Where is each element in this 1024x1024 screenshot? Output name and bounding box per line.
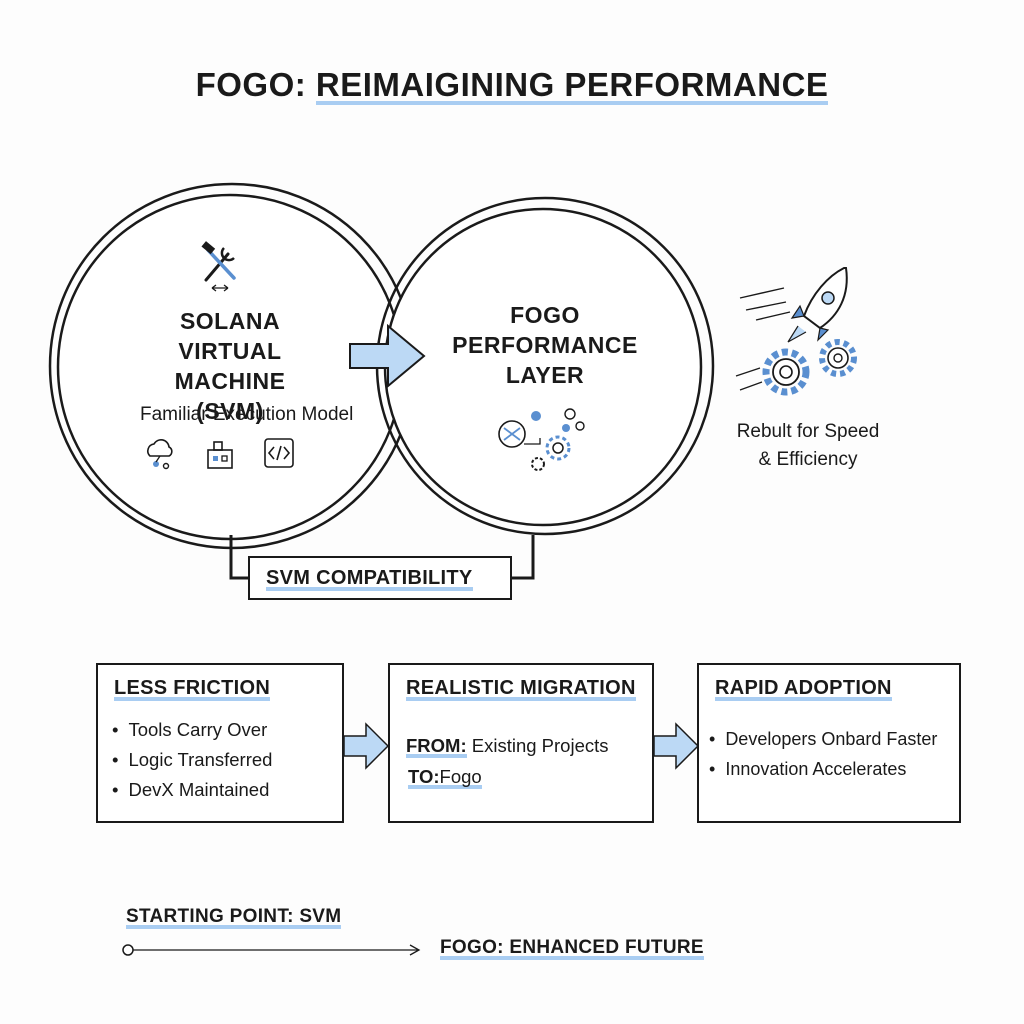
migration-to: TO:Fogo xyxy=(408,766,482,789)
list-item: DevX Maintained xyxy=(112,775,272,805)
timeline-end-label: FOGO: ENHANCED FUTURE xyxy=(440,937,704,960)
from-label: FROM: xyxy=(406,735,467,758)
circle-arrow xyxy=(349,323,426,389)
side-note-line1: Rebult for Speed xyxy=(736,421,880,442)
timeline-arrowhead xyxy=(409,944,421,956)
realistic-migration-heading: REALISTIC MIGRATION xyxy=(406,677,636,701)
less-friction-list: Tools Carry Over Logic Transferred DevX … xyxy=(112,715,272,805)
timeline-start-dot xyxy=(122,944,134,956)
from-value: Existing Projects xyxy=(471,735,609,756)
side-note: Rebult for Speed & Efficiency xyxy=(718,418,898,474)
network-gear-icon xyxy=(498,408,585,471)
code-icon xyxy=(264,438,294,468)
list-item: Logic Transferred xyxy=(112,745,272,775)
right-circle-line3: LAYER xyxy=(505,362,585,388)
left-circle-caption: Familiar Execution Model xyxy=(140,404,354,425)
box-arrow-1 xyxy=(343,722,390,770)
cloud-node-icon xyxy=(147,439,173,470)
compat-label-box: SVM COMPATIBILITY xyxy=(248,556,512,600)
migration-from: FROM: Existing Projects xyxy=(406,735,609,758)
list-item: Innovation Accelerates xyxy=(709,754,937,784)
right-circle-line1: FOGO xyxy=(510,302,580,328)
rocket-icon xyxy=(739,267,848,343)
box-arrow-2 xyxy=(653,722,700,770)
compat-label: SVM COMPATIBILITY xyxy=(266,567,473,591)
title-highlight: REIMAIGINING PERFORMANCE xyxy=(315,66,829,105)
page-title: FOGO: REIMAIGINING PERFORMANCE xyxy=(0,66,1024,105)
gears-icon xyxy=(735,339,857,396)
left-circle-line1: SOLANA xyxy=(179,308,281,334)
right-circle-title: FOGO PERFORMANCE LAYER xyxy=(430,300,660,390)
list-item: Tools Carry Over xyxy=(112,715,272,745)
less-friction-heading: LESS FRICTION xyxy=(114,677,271,701)
title-prefix: FOGO: xyxy=(195,66,307,103)
left-circle-line3: (SVM) xyxy=(196,398,264,424)
left-circle-line2: VIRTUAL MACHINE xyxy=(174,338,286,394)
less-friction-box: LESS FRICTION Tools Carry Over Logic Tra… xyxy=(96,663,344,823)
rapid-adoption-list: Developers Onbard Faster Innovation Acce… xyxy=(709,724,937,784)
building-icon xyxy=(207,441,233,469)
right-circle-line2: PERFORMANCE xyxy=(452,332,638,358)
side-note-line2: & Efficiency xyxy=(758,449,858,470)
left-circle-title: SOLANA VIRTUAL MACHINE (SVM) xyxy=(120,306,340,426)
timeline-start: STARTING POINT: SVM xyxy=(126,906,342,929)
rapid-adoption-heading: RAPID ADOPTION xyxy=(715,677,892,701)
rapid-adoption-box: RAPID ADOPTION Developers Onbard Faster … xyxy=(697,663,961,823)
realistic-migration-box: REALISTIC MIGRATION FROM: Existing Proje… xyxy=(388,663,654,823)
timeline-end: FOGO: ENHANCED FUTURE xyxy=(440,937,704,960)
to-value: Fogo xyxy=(439,766,482,789)
tools-icon xyxy=(201,241,236,292)
timeline-start-label: STARTING POINT: SVM xyxy=(126,906,342,929)
list-item: Developers Onbard Faster xyxy=(709,724,937,754)
to-label: TO: xyxy=(408,766,440,789)
